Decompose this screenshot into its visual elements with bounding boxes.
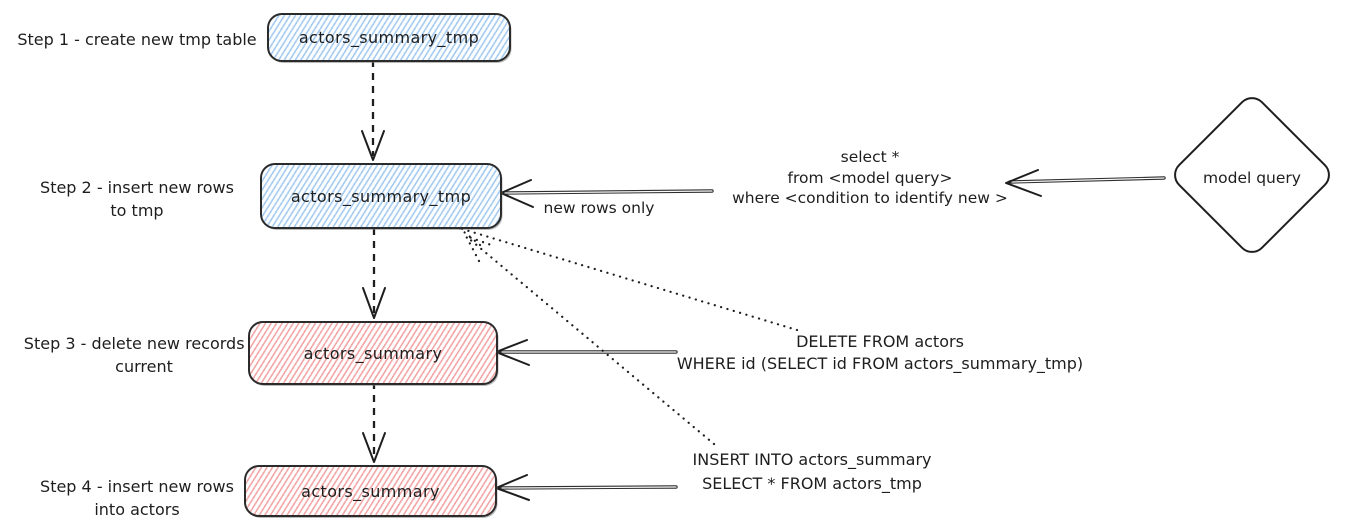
arrow-delete-sql-to-summary [495, 339, 678, 366]
arrow-step1-to-step2 [361, 60, 385, 161]
new-rows-only-label: new rows only [543, 199, 655, 217]
step-3-label-line: Step 3 - delete new records in [23, 334, 265, 353]
step-1-label-line: Step 1 - create new tmp table [17, 30, 257, 49]
insert-sql-annotation: INSERT INTO actors_summary SELECT * FROM… [672, 448, 952, 496]
delete-sql-line: DELETE FROM actors [796, 332, 964, 351]
dotted-ref-insert-to-tmp [463, 234, 716, 446]
step-4-label-line: into actors [94, 500, 180, 519]
step-4-label-line: Step 4 - insert new rows [40, 477, 234, 496]
select-sql-line: select * [840, 148, 900, 166]
node-actors-summary-tmp-step1: actors_summary_tmp [267, 13, 511, 62]
node-actors-summary-step4: actors_summary [244, 465, 497, 517]
select-sql-line: from <model query> [787, 168, 953, 187]
node-label: actors_summary_tmp [298, 28, 480, 47]
arrow-step3-to-step4 [362, 382, 386, 463]
dotted-ref-delete-to-tmp [455, 223, 799, 332]
delete-sql-line: WHERE id (SELECT id FROM actors_summary_… [676, 354, 1084, 373]
step-2-label-line: to tmp [110, 201, 164, 220]
node-actors-summary-tmp-step2: actors_summary_tmp [260, 163, 502, 229]
node-actors-summary-step3: actors_summary [248, 321, 498, 385]
step-4-label: Step 4 - insert new rows into actors [8, 475, 266, 521]
node-label: actors_summary [303, 343, 443, 363]
node-label: actors_summary [301, 481, 440, 501]
node-label: actors_summary_tmp [290, 186, 472, 206]
step-2-label-line: Step 2 - insert new rows [40, 178, 234, 197]
select-sql-annotation: select * from <model query> where <condi… [715, 147, 1025, 209]
insert-sql-line: SELECT * FROM actors_tmp [702, 474, 922, 493]
step-1-label: Step 1 - create new tmp table [8, 28, 266, 51]
step-3-label: Step 3 - delete new records in current [8, 332, 280, 378]
arrow-modelquery-to-select-sql [1005, 169, 1166, 197]
delete-sql-annotation: DELETE FROM actors WHERE id (SELECT id F… [665, 331, 1095, 375]
arrow-insert-sql-to-summary [495, 474, 678, 501]
insert-sql-line: INSERT INTO actors_summary [692, 450, 932, 469]
step-3-label-line: current [115, 357, 173, 376]
select-sql-line: where <condition to identify new > [732, 189, 1008, 207]
arrow-step2-to-step3 [362, 228, 386, 319]
model-query-node-shape [1174, 97, 1330, 253]
step-2-label: Step 2 - insert new rows to tmp [8, 176, 266, 222]
model-query-label: model query [1203, 169, 1301, 187]
